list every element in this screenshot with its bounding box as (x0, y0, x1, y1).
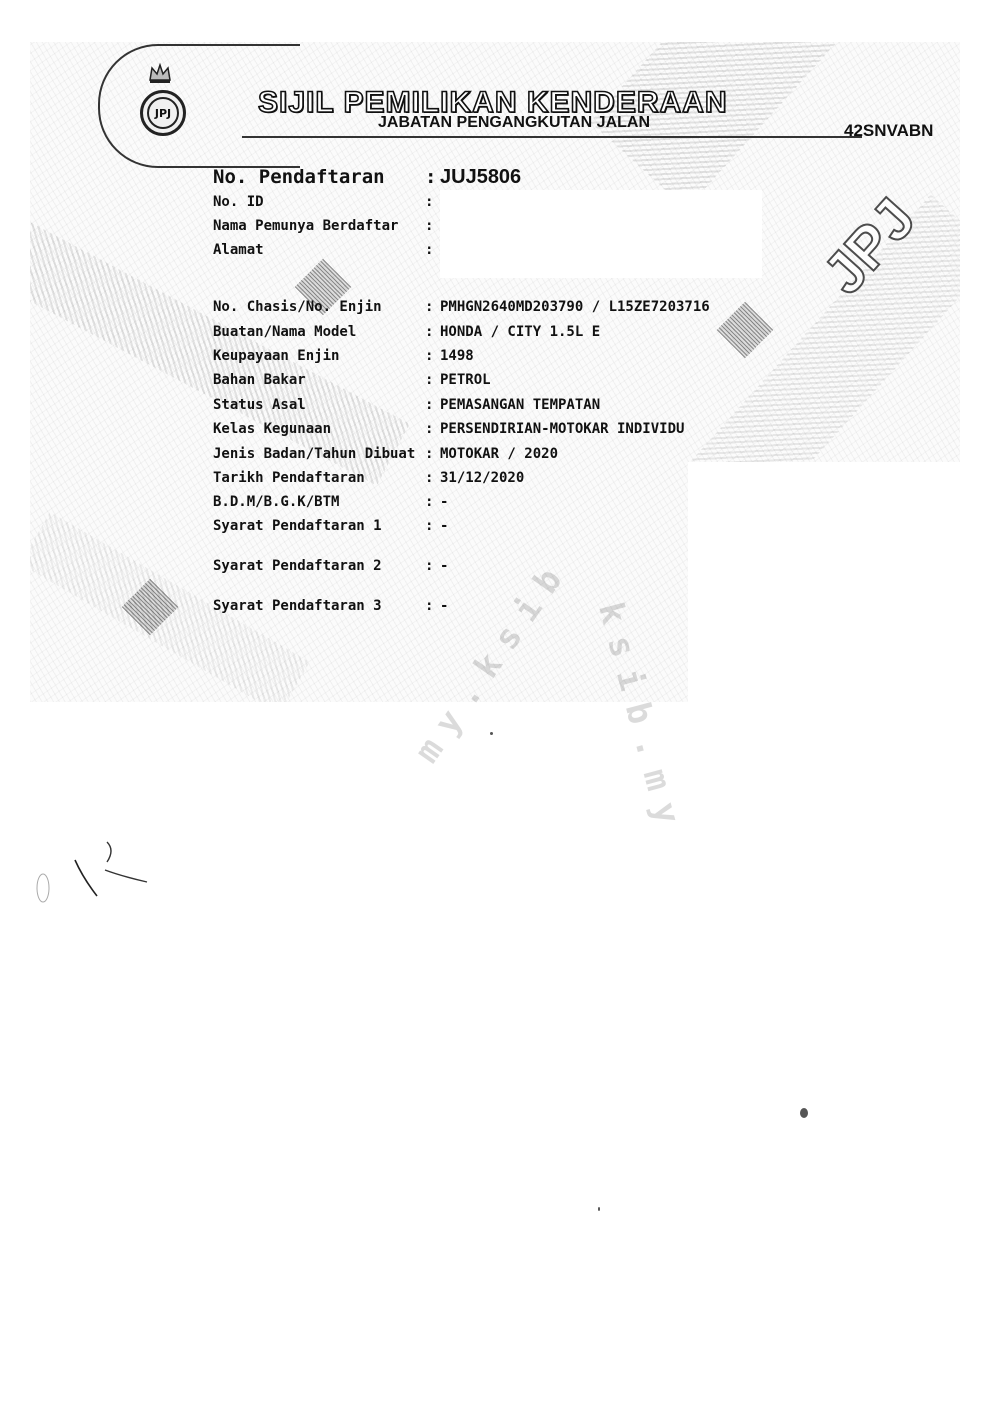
certificate-card: JPJ JPJ SIJIL PEMILIKAN KENDERAAN JABATA… (30, 42, 960, 702)
title-divider (242, 136, 862, 138)
document-subtitle: JABATAN PENGANGKUTAN JALAN (378, 114, 650, 131)
field-value: MOTOKAR / 2020 (440, 446, 559, 462)
field-separator: : (425, 242, 434, 258)
jpj-seal-icon: JPJ (140, 90, 186, 136)
field-label: Kelas Kegunaan (213, 421, 332, 437)
field-value: PEMASANGAN TEMPATAN (440, 397, 601, 413)
security-diamond (716, 301, 774, 359)
field-separator: : (425, 348, 434, 364)
blank-area (688, 462, 988, 702)
field-separator: : (425, 372, 434, 388)
field-label: No. Pendaftaran (213, 166, 385, 188)
field-label: B.D.M/B.G.K/BTM (213, 494, 340, 510)
field-separator: : (425, 598, 434, 614)
field-value: PETROL (440, 372, 491, 388)
field-value: - (440, 494, 449, 510)
redacted-area (440, 190, 762, 278)
field-value: - (440, 598, 449, 614)
field-label: Nama Pemunya Berdaftar (213, 218, 399, 234)
field-separator: : (425, 518, 434, 534)
field-separator: : (425, 558, 434, 574)
serial-number: 42SNVABN (844, 121, 934, 140)
field-label: Syarat Pendaftaran 3 (213, 598, 382, 614)
crown-icon (149, 62, 171, 83)
field-value: PERSENDIRIAN-MOTOKAR INDIVIDU (440, 421, 685, 437)
field-label: Alamat (213, 242, 264, 258)
field-label: No. Chasis/No. Enjin (213, 299, 382, 315)
field-label: Status Asal (213, 397, 306, 413)
jpj-seal-text: JPJ (147, 97, 179, 129)
field-separator: : (425, 494, 434, 510)
field-separator: : (425, 470, 434, 486)
field-label: Keupayaan Enjin (213, 348, 340, 364)
field-value: PMHGN2640MD203790 / L15ZE7203716 (440, 299, 710, 315)
field-separator: : (425, 299, 434, 315)
field-label: Syarat Pendaftaran 1 (213, 518, 382, 534)
field-label: Syarat Pendaftaran 2 (213, 558, 382, 574)
field-value: - (440, 558, 449, 574)
field-label: Buatan/Nama Model (213, 324, 357, 340)
field-separator: : (425, 194, 434, 210)
field-value: 31/12/2020 (440, 470, 525, 486)
field-separator: : (425, 446, 434, 462)
field-value: - (440, 518, 449, 534)
field-value: 1498 (440, 348, 474, 364)
document-title: SIJIL PEMILIKAN KENDERAAN (257, 85, 728, 120)
field-separator: : (425, 421, 434, 437)
speck (800, 1108, 808, 1118)
field-value: HONDA / CITY 1.5L E (440, 324, 601, 340)
field-label: Bahan Bakar (213, 372, 306, 388)
field-separator: : (425, 324, 434, 340)
field-separator: : (425, 218, 434, 234)
speck (598, 1207, 600, 1211)
field-label: No. ID (213, 194, 264, 210)
field-separator: : (425, 166, 437, 188)
speck (490, 732, 493, 735)
crest-frame (98, 44, 300, 168)
field-separator: : (425, 397, 434, 413)
field-label: Tarikh Pendaftaran (213, 470, 365, 486)
field-label: Jenis Badan/Tahun Dibuat (213, 446, 416, 462)
handwritten-mark (36, 841, 148, 903)
field-value: JUJ5806 (440, 166, 522, 188)
